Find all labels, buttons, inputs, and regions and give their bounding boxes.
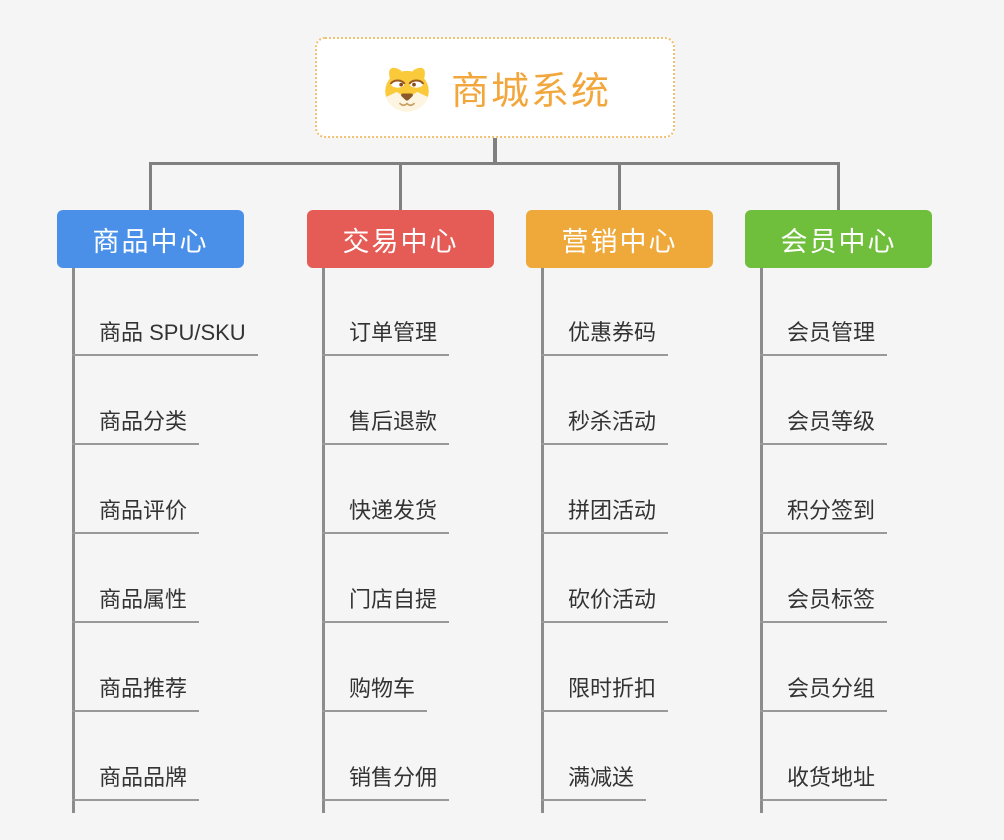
connector-drop (618, 162, 621, 210)
branch-column-products: 商品中心 商品 SPU/SKU 商品分类商品评价商品属性商品推荐商品品牌 (57, 210, 287, 813)
child-topic[interactable]: 会员标签 (760, 534, 975, 623)
child-topic-label: 砍价活动 (541, 582, 669, 623)
child-topic[interactable]: 门店自提 (322, 534, 537, 623)
branch-topic-trade[interactable]: 交易中心 (307, 210, 494, 268)
branch-topic-members[interactable]: 会员中心 (745, 210, 932, 268)
child-topic-label: 满减送 (541, 760, 647, 801)
child-topic[interactable]: 会员分组 (760, 623, 975, 712)
child-topic-list: 订单管理售后退款快递发货门店自提购物车销售分佣 (322, 267, 537, 801)
child-topic[interactable]: 会员等级 (760, 356, 975, 445)
child-topic[interactable]: 销售分佣 (322, 712, 537, 801)
connector-trunk (541, 268, 544, 813)
child-topic-label: 优惠券码 (541, 315, 669, 356)
branch-topic-label: 营销中心 (561, 226, 678, 257)
connector-root-stub (493, 138, 497, 164)
child-topic[interactable]: 积分签到 (760, 445, 975, 534)
child-topic-label: 快递发货 (322, 493, 450, 534)
child-topic[interactable]: 商品推荐 (72, 623, 287, 712)
connector-trunk (760, 268, 763, 813)
child-topic-list: 优惠券码秒杀活动拼团活动砍价活动限时折扣满减送 (541, 267, 756, 801)
child-topic[interactable]: 商品品牌 (72, 712, 287, 801)
child-topic[interactable]: 商品评价 (72, 445, 287, 534)
child-topic-label: 拼团活动 (541, 493, 669, 534)
branch-topic-label: 会员中心 (780, 226, 897, 257)
child-topic-label: 会员分组 (760, 671, 888, 712)
connector-drop (149, 162, 152, 210)
child-topic[interactable]: 限时折扣 (541, 623, 756, 712)
connector-trunk (72, 268, 75, 813)
child-topic-label: 秒杀活动 (541, 404, 669, 445)
child-topic-label: 订单管理 (322, 315, 450, 356)
child-topic-label: 购物车 (322, 671, 428, 712)
child-topic[interactable]: 优惠券码 (541, 267, 756, 356)
child-topic-label: 会员管理 (760, 315, 888, 356)
child-topic[interactable]: 秒杀活动 (541, 356, 756, 445)
child-topic[interactable]: 商品 SPU/SKU (72, 267, 287, 356)
connector-drop (399, 162, 402, 210)
branch-topic-products[interactable]: 商品中心 (57, 210, 244, 268)
child-topic[interactable]: 快递发货 (322, 445, 537, 534)
child-topic[interactable]: 商品属性 (72, 534, 287, 623)
child-topic[interactable]: 拼团活动 (541, 445, 756, 534)
branch-column-members: 会员中心 会员管理会员等级积分签到会员标签会员分组收货地址 (745, 210, 975, 813)
child-topic-label: 商品评价 (72, 493, 200, 534)
child-topic-label: 商品属性 (72, 582, 200, 623)
child-topic-label: 商品品牌 (72, 760, 200, 801)
child-topic-label: 会员标签 (760, 582, 888, 623)
child-topic-label: 门店自提 (322, 582, 450, 623)
branch-column-marketing: 营销中心 优惠券码秒杀活动拼团活动砍价活动限时折扣满减送 (526, 210, 756, 813)
branch-topic-marketing[interactable]: 营销中心 (526, 210, 713, 268)
child-topic-label: 商品 SPU/SKU (72, 315, 258, 356)
root-topic-label: 商城系统 (450, 71, 611, 113)
child-topic-list: 会员管理会员等级积分签到会员标签会员分组收货地址 (760, 267, 975, 801)
child-topic-label: 售后退款 (322, 404, 450, 445)
child-topic[interactable]: 商品分类 (72, 356, 287, 445)
child-topic-label: 销售分佣 (322, 760, 450, 801)
dog-face-icon (379, 62, 435, 114)
branch-topic-label: 交易中心 (342, 226, 459, 257)
child-topic[interactable]: 砍价活动 (541, 534, 756, 623)
child-topic[interactable]: 收货地址 (760, 712, 975, 801)
child-topic-label: 会员等级 (760, 404, 888, 445)
child-topic-list: 商品 SPU/SKU 商品分类商品评价商品属性商品推荐商品品牌 (72, 267, 287, 801)
child-topic-label: 限时折扣 (541, 671, 669, 712)
connector-trunk (322, 268, 325, 813)
root-topic[interactable]: 商城系统 (315, 37, 675, 138)
child-topic[interactable]: 会员管理 (760, 267, 975, 356)
child-topic[interactable]: 订单管理 (322, 267, 537, 356)
branch-topic-label: 商品中心 (92, 226, 209, 257)
child-topic-label: 收货地址 (760, 760, 888, 801)
child-topic-label: 商品分类 (72, 404, 200, 445)
child-topic[interactable]: 满减送 (541, 712, 756, 801)
child-topic-label: 积分签到 (760, 493, 888, 534)
child-topic-label: 商品推荐 (72, 671, 200, 712)
connector-horizontal (149, 162, 840, 165)
child-topic[interactable]: 购物车 (322, 623, 537, 712)
child-topic[interactable]: 售后退款 (322, 356, 537, 445)
connector-drop (837, 162, 840, 210)
branch-column-trade: 交易中心 订单管理售后退款快递发货门店自提购物车销售分佣 (307, 210, 537, 813)
